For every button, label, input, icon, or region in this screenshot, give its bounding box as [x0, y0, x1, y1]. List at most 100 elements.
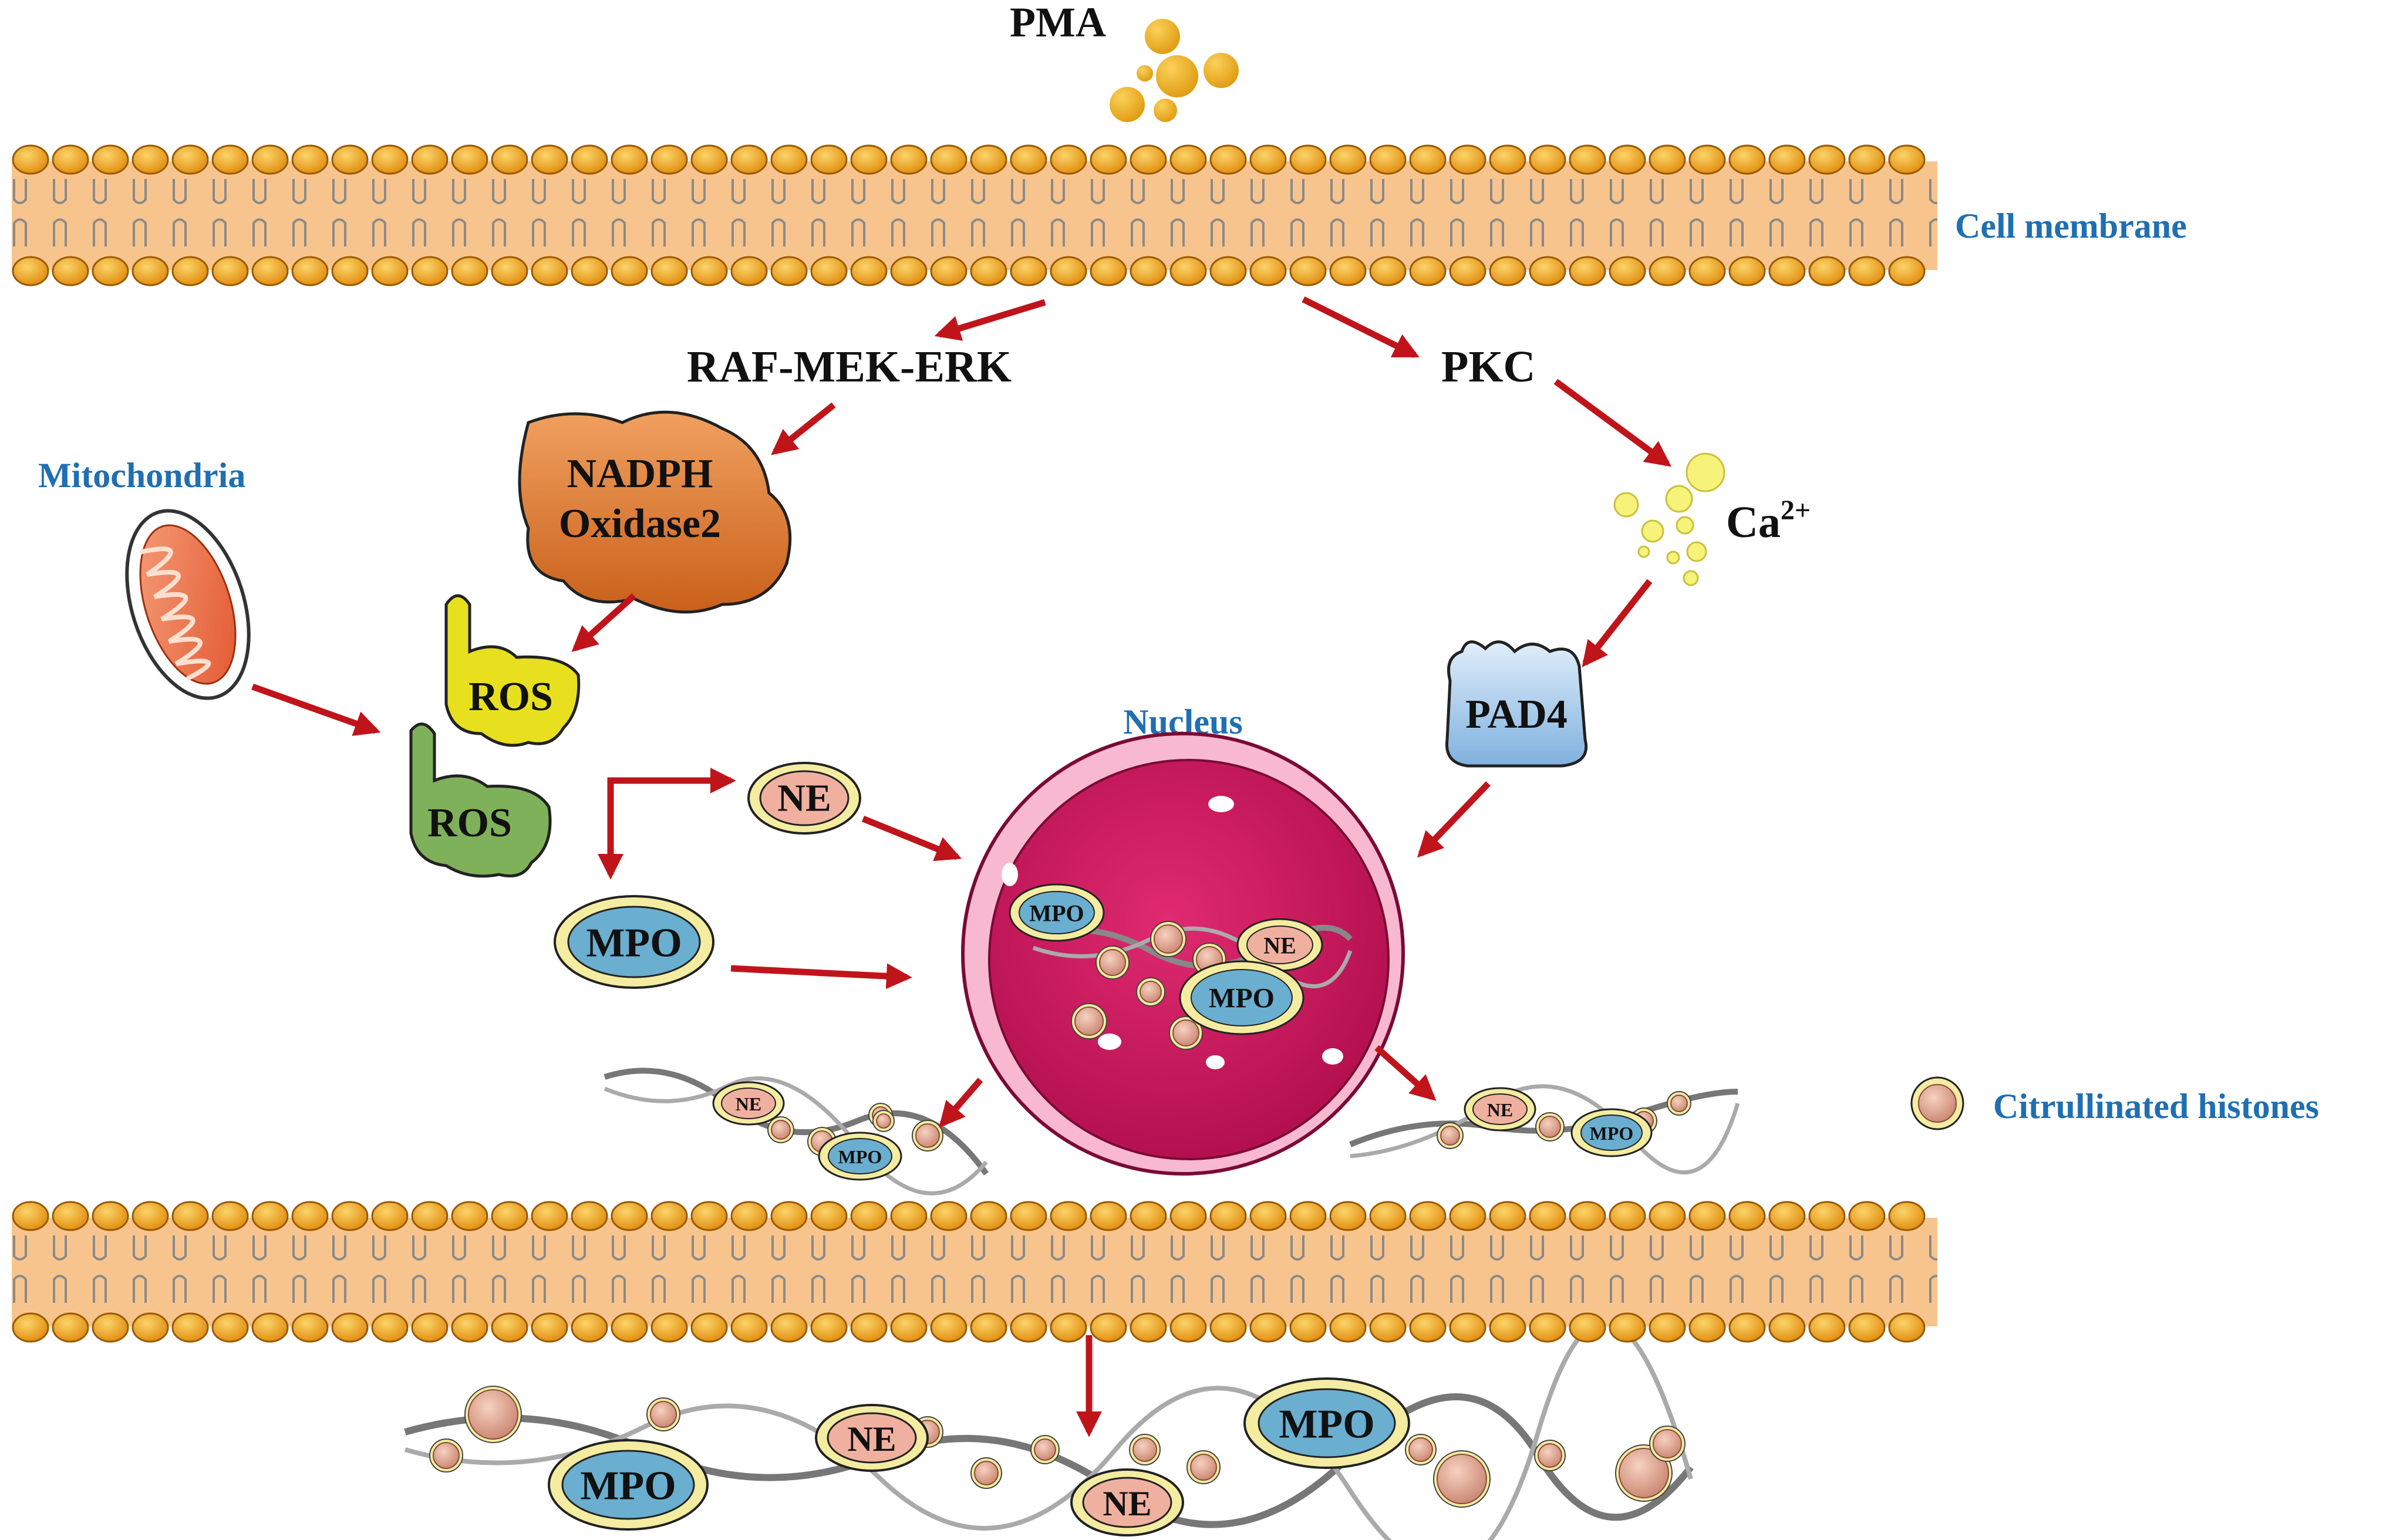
- ne-badge-label: NE: [1103, 1484, 1151, 1523]
- phospholipid-head: [1249, 144, 1287, 175]
- phospholipid-head: [970, 1312, 1007, 1343]
- phospholipid-head: [690, 144, 728, 175]
- citrullinated-histone-core: [650, 1401, 677, 1428]
- phospholipid-head: [1329, 144, 1367, 175]
- citrullinated-histone-core: [1190, 1454, 1217, 1481]
- arrow-calcium-to-pad4: [1582, 579, 1653, 667]
- phospholipid-head: [1688, 1312, 1726, 1343]
- phospholipid-head: [411, 1201, 449, 1231]
- ne-badge: NE: [1464, 1087, 1536, 1132]
- calcium-ion: [1637, 545, 1650, 558]
- phospholipid-head: [1728, 256, 1766, 286]
- pma-label: PMA: [1010, 0, 1106, 46]
- phospholipid-head: [491, 1312, 528, 1343]
- phospholipid-head: [1010, 144, 1047, 175]
- phospholipid-head: [611, 256, 648, 286]
- phospholipid-head: [291, 256, 329, 286]
- ne-badge: NE: [747, 762, 861, 835]
- nucleus: [961, 732, 1405, 1176]
- phospholipid-head: [850, 1201, 888, 1231]
- citrullinated-histone-core: [1539, 1116, 1561, 1138]
- phospholipid-head: [52, 256, 89, 286]
- mpo-badge-label: MPO: [580, 1464, 676, 1509]
- citrullinated-histone-core: [433, 1442, 460, 1469]
- phospholipid-head: [1489, 144, 1526, 175]
- nadph-label-line2: Oxidase2: [559, 501, 721, 546]
- citrullinated-histone-core: [1619, 1448, 1669, 1498]
- phospholipid-head: [930, 256, 968, 286]
- ne-badge-label: NE: [777, 777, 831, 820]
- phospholipid-head: [1609, 1201, 1646, 1231]
- phospholipid-head: [650, 1201, 688, 1231]
- phospholipid-head: [730, 144, 768, 175]
- citrullinated-histone-core: [1408, 1437, 1433, 1462]
- phospholipid-head: [1529, 144, 1566, 175]
- phospholipid-head: [770, 1201, 808, 1231]
- phospholipid-head: [690, 1312, 728, 1343]
- pma-particle: [1145, 19, 1180, 54]
- calcium-ion: [1686, 452, 1725, 492]
- ne-badge: NE: [1070, 1468, 1184, 1536]
- citrullinated-histone-core: [1440, 1126, 1460, 1146]
- phospholipid-head: [1609, 1312, 1646, 1343]
- phospholipid-head: [371, 1201, 409, 1231]
- phospholipid-head: [92, 1201, 129, 1231]
- arrow-mpo-to-nucleus: [730, 963, 912, 989]
- phospholipid-head: [1688, 1201, 1726, 1231]
- phospholipid-head: [1888, 144, 1926, 175]
- pma-particle: [1156, 55, 1198, 97]
- phospholipid-head: [251, 256, 289, 286]
- calcium-ion: [1686, 541, 1707, 562]
- phospholipid-head: [12, 144, 49, 175]
- calcium-ion: [1676, 516, 1694, 535]
- phospholipid-head: [930, 1201, 968, 1231]
- phospholipid-head: [1808, 1201, 1846, 1231]
- arrow-mitochondria-to-ros: [251, 683, 381, 736]
- mpo-badge-label: MPO: [1029, 900, 1084, 927]
- citrullinated-histone-core: [1670, 1095, 1688, 1112]
- phospholipid-head: [571, 256, 608, 286]
- phospholipid-head: [571, 144, 608, 175]
- phospholipid-head: [12, 1312, 49, 1343]
- phospholipid-head: [411, 144, 449, 175]
- phospholipid-head: [611, 1312, 648, 1343]
- phospholipid-head: [1409, 1201, 1447, 1231]
- phospholipid-head: [930, 144, 968, 175]
- phospholipid-head: [132, 1201, 169, 1231]
- arrow-nucleus-to-right-net: [1374, 1045, 1437, 1101]
- phospholipid-head: [331, 256, 369, 286]
- phospholipid-head: [611, 1201, 648, 1231]
- phospholipid-head: [1888, 1201, 1926, 1231]
- pma-group: PMA: [1010, 0, 1239, 122]
- membrane-heads-inner: [12, 256, 1926, 286]
- phospholipid-head: [1449, 1312, 1486, 1343]
- citrullinated-histone-core: [1074, 1007, 1104, 1036]
- phospholipid-head: [251, 144, 289, 175]
- phospholipid-head: [171, 144, 209, 175]
- phospholipid-head: [1209, 256, 1247, 286]
- mpo-badge: MPO: [1009, 883, 1105, 942]
- phospholipid-head: [1688, 256, 1726, 286]
- nuclear-pore: [1098, 1034, 1121, 1050]
- phospholipid-head: [411, 256, 449, 286]
- phospholipid-head: [1449, 256, 1486, 286]
- citrullinated-histone-core: [1132, 1437, 1157, 1462]
- phospholipid-head: [171, 1312, 209, 1343]
- phospholipid-head: [1409, 256, 1447, 286]
- phospholipid-head: [1489, 1312, 1526, 1343]
- phospholipid-head: [1130, 256, 1167, 286]
- phospholipid-head: [1169, 144, 1207, 175]
- phospholipid-head: [1209, 1312, 1247, 1343]
- phospholipid-head: [451, 144, 488, 175]
- citrullinated-histone-core: [1140, 981, 1162, 1003]
- phospholipid-head: [1169, 256, 1207, 286]
- raf-mek-erk-label: RAF-MEK-ERK: [687, 342, 1012, 391]
- phospholipid-head: [730, 1312, 768, 1343]
- phospholipid-head: [92, 256, 129, 286]
- citrullinated-histone-core: [1653, 1429, 1682, 1458]
- phospholipid-head: [52, 144, 89, 175]
- calcium-group: Ca2+: [1613, 452, 1811, 586]
- phospholipid-head: [291, 144, 329, 175]
- citrullinated-histone-core: [915, 1123, 940, 1148]
- phospholipid-head: [1130, 1201, 1167, 1231]
